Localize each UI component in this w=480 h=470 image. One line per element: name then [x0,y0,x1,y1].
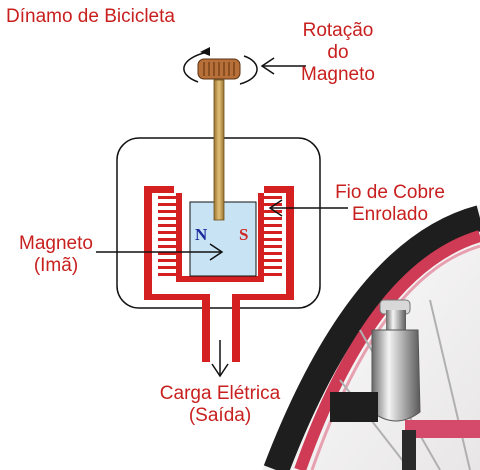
north-pole-label: N [195,225,208,244]
load-label-line: (Saída) [188,405,252,426]
magnet-pointer-arrowhead [209,243,224,261]
magnet-shaft [213,79,225,221]
rotation-pointer-arrowhead [260,57,275,75]
dynamo-mount [402,430,416,470]
load-pointer-arrowhead [211,363,229,378]
knob-grip [203,62,235,76]
south-pole-label: S [239,225,249,244]
magnet-label: Magneto (Imã) [0,233,112,277]
coil-label-line: Fio de Cobre [335,182,445,203]
coil-label-line: Enrolado [351,204,429,225]
dynamo-bracket [330,392,378,422]
rotation-arrow-icon [183,51,258,85]
rotation-label-line: do [327,42,349,63]
magnet-label-line: (Imã) [33,255,79,276]
bicycle-photo [262,205,480,470]
load-label-line: Carga Elétrica [159,383,281,404]
load-label: Carga Elétrica (Saída) [140,383,300,427]
coil-pointer-arrowhead [268,199,283,217]
dynamo-neck [386,310,406,330]
coil-label: Fio de Cobre Enrolado [325,182,455,226]
spoke [429,299,471,470]
rotation-label: Rotação do Magneto [288,20,388,86]
tire [263,205,480,470]
rotation-label-line: Rotação [302,20,374,41]
diagram-title: Dínamo de Bicicleta [6,6,175,27]
rotation-label-line: Magneto [301,64,375,85]
coil [144,186,294,362]
magnet-label-line: Magneto [19,233,93,254]
frame-tube [405,420,480,438]
dynamo-body [371,329,421,422]
rotation-arrowhead-icon [200,47,210,56]
